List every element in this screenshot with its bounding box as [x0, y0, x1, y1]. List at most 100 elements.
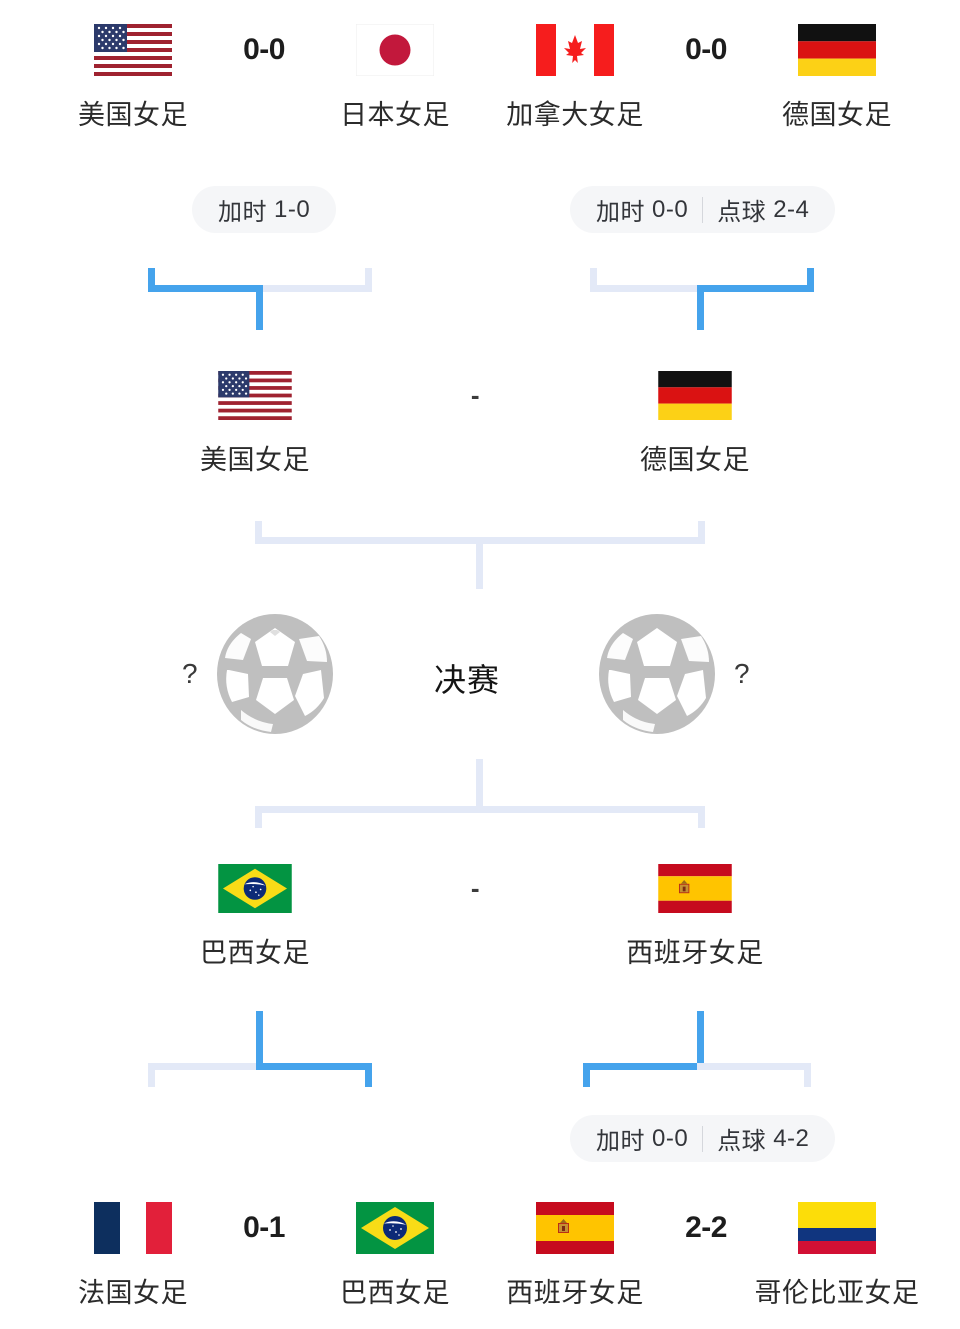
pill-et-label: 加时: [218, 199, 267, 226]
flag-brazil-icon: [216, 860, 294, 916]
team-sf2-home[interactable]: 巴西女足: [180, 860, 330, 970]
soccer-ball-icon: [216, 614, 333, 734]
connector-qf4-left-horizontal: [583, 1063, 704, 1070]
final-label: 决赛: [434, 662, 501, 698]
connector-qf1-home-stub: [148, 268, 155, 292]
team-qf1-home[interactable]: 美国女足: [58, 22, 208, 132]
pill-et-label: 加时: [596, 199, 645, 226]
team-qf2-home[interactable]: 加拿大女足: [500, 22, 650, 132]
pill-qf1-extratime: 加时 1-0: [192, 186, 337, 233]
flag-germany-icon: [656, 367, 734, 423]
connector-qf3-home-stub: [148, 1063, 155, 1087]
connector-qf3-left-horizontal: [148, 1063, 264, 1070]
flag-brazil-svg: [218, 863, 292, 913]
connector-qf1-away-stub: [365, 268, 372, 292]
connector-sf1-away-stub: [698, 521, 705, 543]
team-qf1-away[interactable]: 日本女足: [320, 22, 470, 132]
connector-qf2-down: [697, 285, 704, 330]
flag-france-icon: [94, 1200, 172, 1256]
connector-qf2-left-horizontal: [590, 285, 704, 292]
connector-qf2-away-stub: [807, 268, 814, 292]
team-name: 巴西女足: [340, 1278, 450, 1308]
team-sf2-away[interactable]: 西班牙女足: [620, 860, 770, 970]
team-name: 法国女足: [78, 1278, 188, 1308]
flag-spain-icon: [656, 860, 734, 916]
final-home-slot[interactable]: ?: [182, 612, 335, 736]
team-qf4-home[interactable]: 西班牙女足: [500, 1200, 650, 1310]
flag-brazil-icon: [356, 1200, 434, 1256]
soccer-ball-icon: [599, 614, 715, 734]
connector-qf1-down: [256, 285, 263, 330]
connector-qf4-right-horizontal: [697, 1063, 811, 1070]
flag-france-svg: [94, 1202, 172, 1254]
flag-japan-icon: [356, 22, 434, 78]
flag-spain-svg: [658, 863, 732, 913]
connector-sf2-horizontal: [255, 806, 705, 813]
connector-qf2-right-horizontal: [697, 285, 814, 292]
flag-brazil-svg: [356, 1202, 434, 1254]
match-score: -: [470, 380, 480, 410]
team-name: 德国女足: [640, 445, 750, 475]
team-qf3-home[interactable]: 法国女足: [58, 1200, 208, 1310]
flag-usa-icon: [94, 22, 172, 78]
pill-et-score: 1-0: [274, 195, 311, 223]
pill-divider: [702, 1125, 704, 1152]
team-name: 日本女足: [340, 100, 450, 130]
team-name: 美国女足: [78, 100, 188, 130]
match-sf2[interactable]: 巴西女足 - 西班牙女足: [180, 860, 770, 970]
team-qf2-away[interactable]: 德国女足: [762, 22, 912, 132]
final-away-slot[interactable]: ?: [597, 612, 750, 736]
team-name: 哥伦比亚女足: [754, 1278, 920, 1308]
team-name: 西班牙女足: [506, 1278, 644, 1308]
pill-qf2-extratime: 加时 0-0 点球 2-4: [570, 186, 836, 233]
connector-qf4-home-stub: [583, 1063, 590, 1087]
pill-et-score: 0-0: [652, 1124, 689, 1152]
flag-canada-svg: [536, 24, 614, 76]
final-home-placeholder: ?: [182, 658, 198, 689]
match-score: 2-2: [685, 1211, 727, 1244]
connector-sf2-home-stub: [255, 806, 262, 828]
match-qf4[interactable]: 西班牙女足 2-2 哥伦比亚女足: [500, 1200, 919, 1310]
final-away-placeholder: ?: [734, 658, 750, 689]
team-qf3-away[interactable]: 巴西女足: [320, 1200, 470, 1310]
match-score: 0-0: [685, 33, 727, 66]
flag-canada-icon: [536, 22, 614, 78]
pill-pens-score: 4-2: [773, 1124, 810, 1152]
flag-germany-svg: [658, 370, 732, 420]
flag-spain-svg: [536, 1202, 614, 1254]
pill-et-score: 0-0: [652, 195, 689, 223]
team-name: 巴西女足: [200, 938, 310, 968]
team-qf4-away[interactable]: 哥伦比亚女足: [755, 1200, 919, 1310]
pill-et-label: 加时: [596, 1128, 645, 1155]
connector-sf1-down: [476, 537, 483, 589]
match-score: 0-1: [243, 1211, 285, 1244]
pill-pens-score: 2-4: [773, 195, 810, 223]
pill-pens-label: 点球: [717, 199, 767, 226]
match-score: 0-0: [243, 33, 285, 66]
flag-germany-icon: [798, 22, 876, 78]
pill-pens-label: 点球: [717, 1128, 767, 1155]
flag-colombia-svg: [798, 1202, 876, 1254]
flag-usa-svg: [218, 370, 292, 420]
team-name: 加拿大女足: [506, 100, 644, 130]
flag-usa-svg: [94, 24, 172, 76]
flag-germany-svg: [798, 24, 876, 76]
match-qf2[interactable]: 加拿大女足 0-0 德国女足: [500, 22, 912, 132]
team-sf1-away[interactable]: 德国女足: [620, 367, 770, 477]
flag-japan-svg: [356, 24, 434, 76]
flag-usa-icon: [216, 367, 294, 423]
pill-divider: [702, 196, 704, 223]
connector-qf4-up: [697, 1011, 704, 1063]
match-score: -: [470, 873, 480, 903]
flag-colombia-icon: [798, 1200, 876, 1256]
connector-qf3-up: [256, 1011, 263, 1063]
connector-qf4-away-stub: [804, 1063, 811, 1087]
connector-qf3-right-horizontal: [256, 1063, 372, 1070]
connector-qf2-home-stub: [590, 268, 597, 292]
match-qf1[interactable]: 美国女足 0-0 日本女足: [58, 22, 470, 132]
match-qf3[interactable]: 法国女足 0-1 巴西女足: [58, 1200, 470, 1310]
team-name: 美国女足: [200, 445, 310, 475]
team-sf1-home[interactable]: 美国女足: [180, 367, 330, 477]
match-sf1[interactable]: 美国女足 - 德国女足: [180, 367, 770, 477]
